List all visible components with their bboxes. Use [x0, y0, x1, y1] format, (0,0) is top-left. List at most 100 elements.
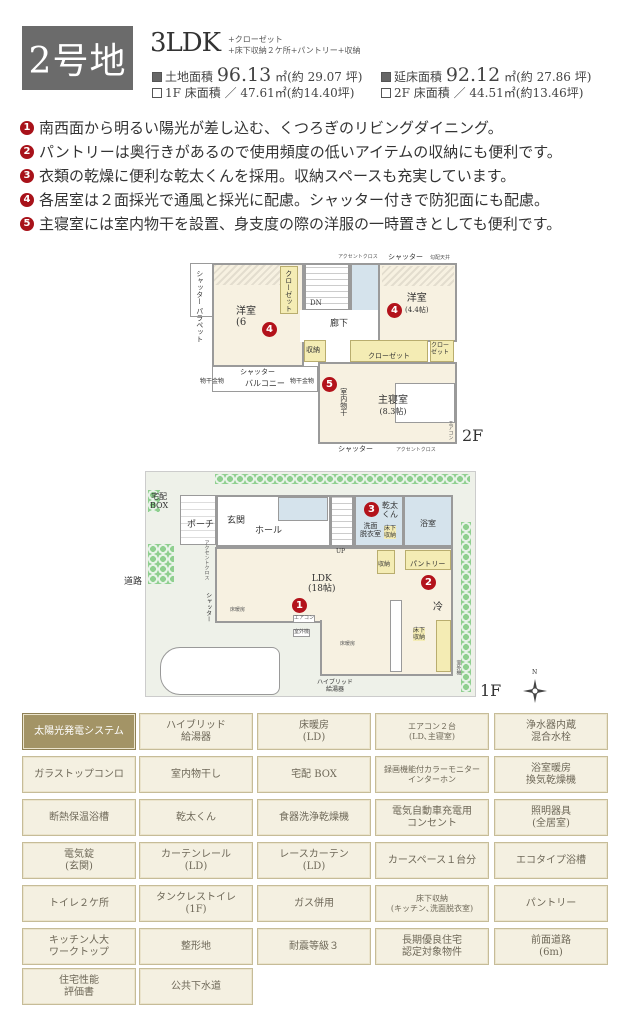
hedge — [461, 522, 471, 692]
western-left-label: 洋室(6 — [236, 306, 256, 328]
parapet-label: シャッター パラペット — [195, 270, 204, 343]
fridge-label: 冷 — [433, 602, 443, 613]
toilet-1f — [278, 497, 328, 521]
porch — [180, 495, 216, 545]
option-item: トイレ２ケ所 — [22, 885, 136, 922]
closet-label: クローゼット — [284, 270, 293, 312]
balcony-shutter-label: シャッター — [240, 368, 275, 376]
option-item: 床暖房 (LD) — [257, 713, 371, 750]
shutter-label: シャッター — [338, 445, 373, 453]
accent-cloth-label: アクセントクロス — [338, 254, 378, 260]
first-floor-area: 1F 床面積 ／ 47.61㎡(約14.40坪) — [152, 84, 354, 101]
option-item: キッチン人大 ワークトップ — [22, 928, 136, 965]
land-area: 土地面積 96.13 ㎡(約 29.07 坪) — [152, 64, 362, 86]
closet-horizontal — [350, 340, 428, 362]
option-item: 太陽光発電システム — [22, 713, 136, 750]
aircon-label: エアコン — [447, 420, 454, 440]
option-item: 前面道路 (6m) — [494, 928, 608, 965]
storage-label: 収納 — [378, 561, 391, 568]
master-label: 主寝室(8.3帖) — [378, 395, 408, 416]
storage-2f — [304, 340, 326, 362]
marker-4-icon: 4 — [262, 322, 277, 337]
option-item: ハイブリッド 給湯器 — [139, 713, 253, 750]
aircon-label: エアコン — [293, 615, 316, 623]
bed — [395, 383, 455, 423]
shutter-label: シャッター — [204, 592, 212, 622]
marker-icon: 5 — [20, 216, 34, 231]
ceiling-label: 勾配天井 — [430, 255, 451, 261]
bath-label: 浴室 — [420, 519, 436, 528]
closet-label: クロー ゼット — [431, 342, 450, 356]
option-item: ガス併用 — [257, 885, 371, 922]
option-item: 長期優良住宅 認定対象物件 — [375, 928, 489, 965]
pantry-label: パントリー — [410, 560, 446, 568]
floor-heating-label: 床暖房 — [340, 641, 356, 647]
corridor — [300, 310, 380, 342]
option-item: 浄水器内蔵 混合水栓 — [494, 713, 608, 750]
floor-heating-label: 床暖房 — [230, 607, 246, 613]
option-item: 食器洗浄乾燥機 — [257, 799, 371, 836]
total-floor-area: 延床面積 92.12 ㎡(約 27.86 坪) — [381, 64, 591, 86]
outdoor-unit-label: 室外機 — [293, 629, 311, 637]
corridor-label: 廊下 — [330, 319, 349, 329]
marker-icon: 3 — [20, 168, 34, 183]
option-item: 室内物干し — [139, 756, 253, 793]
option-item: 床下収納 (キッチン､洗面脱衣室) — [375, 885, 489, 922]
stairs — [330, 495, 354, 547]
storage-1f — [377, 550, 395, 574]
option-item: 録画機能付カラーモニター インターホン — [375, 756, 489, 793]
stairs — [304, 263, 350, 311]
shutter-label: シャッター — [388, 253, 423, 261]
floor-label-2f: 2F — [462, 426, 484, 445]
accent-cloth-label: アクセントクロス — [396, 447, 436, 453]
option-item: パントリー — [494, 885, 608, 922]
closet-small — [430, 340, 454, 362]
option-item: 照明器具 (全居室) — [494, 799, 608, 836]
marker-5-icon: 5 — [322, 377, 337, 392]
hall-label: ホール — [255, 526, 283, 536]
kitchen-counter — [390, 600, 402, 672]
floor-label-1f: 1F — [480, 681, 502, 700]
accent-cloth-label: アクセントクロス — [203, 540, 210, 580]
option-item: 電気錠 (玄関) — [22, 842, 136, 879]
stairs-up-label: UP — [336, 548, 346, 555]
lot-number-badge: 2号地 — [22, 26, 133, 90]
option-item: レースカーテン (LD) — [257, 842, 371, 879]
layout-note: +床下収納２ケ所+パントリー+収納 — [228, 46, 361, 55]
option-item: エコタイプ浴槽 — [494, 842, 608, 879]
porch-label: ポーチ — [187, 520, 215, 530]
washroom-label: 洗面 脱衣室 — [360, 522, 381, 538]
marker-4-icon: 4 — [387, 303, 402, 318]
option-item: 乾太くん — [139, 799, 253, 836]
option-item: 宅配 BOX — [257, 756, 371, 793]
option-item: 電気自動車充電用 コンセント — [375, 799, 489, 836]
hedge — [148, 544, 174, 584]
pantry — [405, 550, 451, 570]
washroom — [354, 495, 404, 547]
balcony — [212, 366, 318, 392]
marker-1-icon: 1 — [292, 598, 307, 613]
hanger-label: 物干金物 — [200, 378, 225, 385]
marker-icon: 2 — [20, 144, 34, 159]
option-item: カースペース１台分 — [375, 842, 489, 879]
ceiling-hatch — [382, 266, 454, 286]
compass-icon: N — [522, 669, 548, 703]
closet-vertical — [280, 266, 298, 314]
car-icon — [160, 647, 280, 695]
option-item: 断熱保温浴槽 — [22, 799, 136, 836]
stairs-dn-label: DN — [310, 299, 322, 307]
second-floor-area: 2F 床面積 ／ 44.51㎡(約13.46坪) — [381, 84, 583, 101]
kitchen-storage — [436, 620, 451, 672]
marker-3-icon: 3 — [364, 502, 379, 517]
closet-label: クローゼット — [368, 352, 410, 360]
layout-type: 3LDK — [150, 28, 221, 58]
ldk-kitchen — [320, 620, 453, 676]
ldk-label: LDK(18帖) — [308, 574, 336, 594]
ceiling-hatch — [214, 265, 282, 285]
balcony-label: バルコニー — [245, 379, 285, 388]
indoor-dry-label: 室内物干 — [339, 388, 348, 416]
toilet-2f — [350, 263, 380, 315]
